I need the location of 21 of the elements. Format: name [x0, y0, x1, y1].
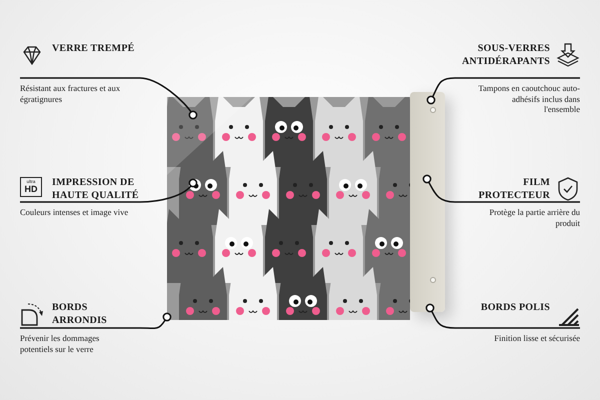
feature-title: BORDS POLIS	[480, 301, 550, 314]
icon-text: HD	[24, 184, 38, 194]
feature-title: BORDS ARRONDIS	[52, 301, 108, 327]
leader-line	[20, 178, 198, 203]
feature-description: Protège la partie arrière du produit	[488, 207, 580, 228]
leader-line	[426, 304, 580, 329]
feature-title: IMPRESSION DE HAUTE QUALITÉ	[52, 176, 140, 202]
feature-title: FILM PROTECTEUR	[478, 176, 550, 202]
feature-description: Tampons en caoutchouc auto-adhésifs inclus dans l'ensemble	[477, 83, 580, 114]
leader-line	[426, 77, 580, 104]
feature-description: Finition lisse et sécurisée	[493, 333, 580, 344]
leader-line	[20, 77, 198, 120]
feature-title: VERRE TREMPÉ	[52, 42, 136, 55]
leader-line	[20, 312, 172, 329]
feature-description: Prévenir les dommages potentiels sur le verre	[20, 333, 100, 354]
cat-pattern-drawing	[167, 97, 410, 320]
feature-description: Résistant aux fractures et aux égratignures	[20, 83, 122, 104]
feature-title: SOUS-VERRES ANTIDÉRAPANTS	[461, 42, 550, 68]
leader-line	[422, 174, 580, 203]
feature-description: Couleurs intenses et image vive	[20, 207, 130, 218]
backing-plate	[410, 92, 445, 312]
